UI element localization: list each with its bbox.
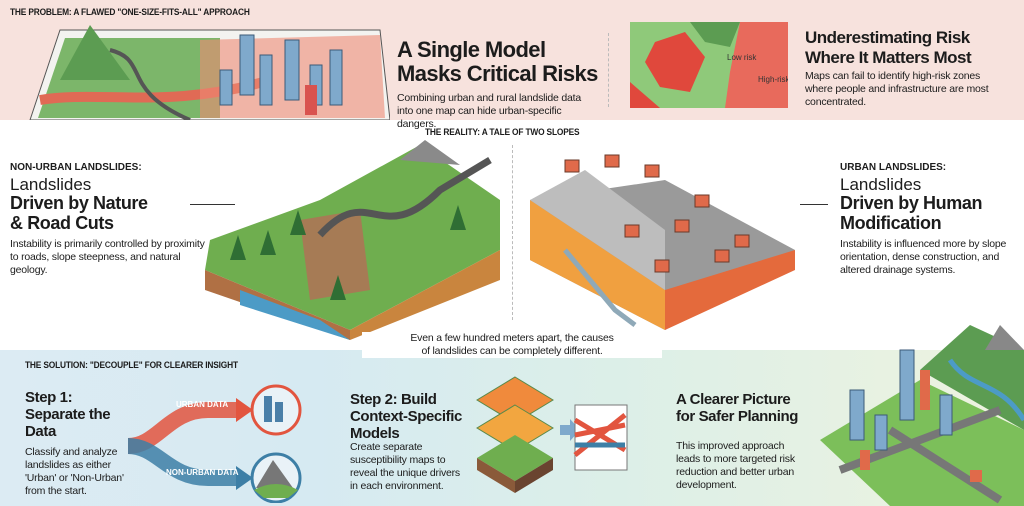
title-line: Where It Matters Most [805,48,972,67]
title-line: & Road Cuts [10,213,114,233]
step2-description: Create separate susceptibility maps to r… [350,441,460,492]
non-urban-title: Driven by Nature& Road Cuts [10,193,148,233]
urban-description: Instability is influenced more by slope … [840,238,1007,276]
low-risk-label: Low risk [727,53,757,62]
result-title: A Clearer Picture for Safer Planning [676,391,798,425]
high-risk-label: High-risk [758,75,788,84]
urban-slope-illustration [530,154,795,330]
divider [512,145,513,320]
risk-map-illustration: Low risk High-risk [630,22,788,108]
combined-map-illustration [29,25,390,120]
underestimating-risk-description: Maps can fail to identify high-risk zone… [805,70,989,108]
urban-label: URBAN LANDSLIDES: [840,162,947,173]
title-line: Driven by Nature [10,193,148,213]
title-line: A Single Model [397,37,546,62]
solution-section-label: THE SOLUTION: "DECOUPLE" FOR CLEARER INS… [25,360,238,371]
title-line: Masks Critical Risks [397,61,598,86]
non-urban-label: NON-URBAN LANDSLIDES: [10,162,142,173]
caption-line: Even a few hundred meters apart, the cau… [410,332,614,344]
step2-title: Step 2: Build Context-Specific Models [350,391,462,442]
reality-caption: Even a few hundred meters apart, the cau… [362,332,662,358]
urban-title-thin: Landslides [840,175,922,194]
non-urban-title-thin: Landslides [10,175,92,194]
title-line: Underestimating Risk [805,28,970,47]
result-description: This improved approach leads to more tar… [676,440,795,491]
connector-line [800,204,828,205]
non-urban-description: Instability is primarily controlled by p… [10,238,205,276]
problem-section-label: THE PROBLEM: A FLAWED "ONE-SIZE-FITS-ALL… [10,7,250,18]
single-model-description: Combining urban and rural landslide data… [397,92,582,130]
step1-title: Step 1: Separate the Data [25,389,111,440]
non-urban-slope-illustration [205,140,500,340]
data-split-diagram [128,384,302,503]
connector-line [190,204,235,205]
reality-section-label: THE REALITY: A TALE OF TWO SLOPES [425,127,580,138]
safer-city-illustration [820,325,1024,506]
non-urban-data-label: NON-URBAN DATA [166,468,239,477]
title-line: Driven by Human [840,193,983,213]
title-line: Modification [840,213,942,233]
divider [608,33,609,107]
urban-data-label: URBAN DATA [176,400,229,409]
caption-line: of landslides can be completely differen… [421,345,603,357]
step1-description: Classify and analyze landslides as eithe… [25,446,124,497]
layered-models-illustration [476,376,628,493]
